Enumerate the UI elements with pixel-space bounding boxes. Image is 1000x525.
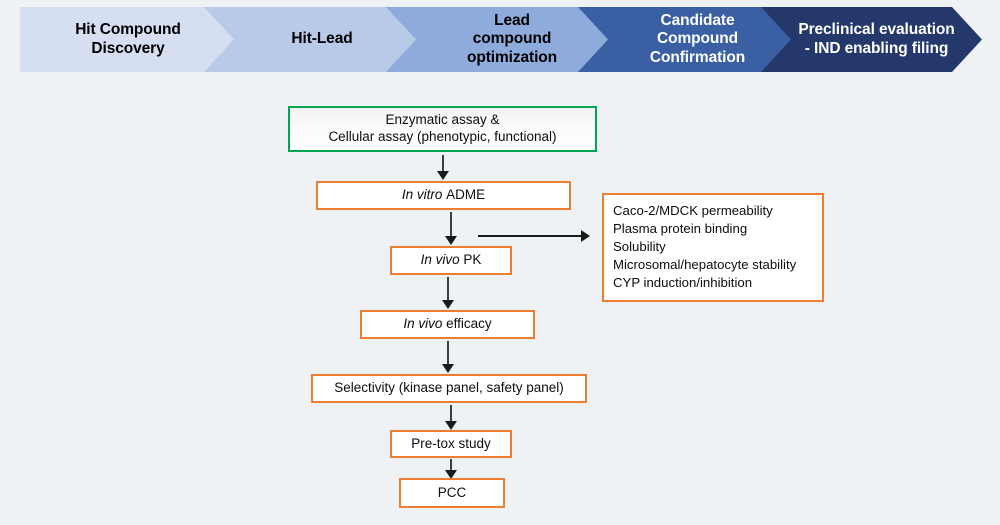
adme-detail-item: CYP induction/inhibition (613, 274, 753, 290)
stage-label: Hit-Lead (291, 30, 353, 48)
selectivity-box[interactable]: Selectivity (kinase panel, safety panel) (311, 374, 587, 403)
in-vivo-pk-text: In vivo PK (420, 252, 482, 268)
arrow-in-vivo-efficacy-to-selectivity (442, 341, 454, 373)
stage-label: Candidate Compound Confirmation (649, 12, 746, 66)
adme-detail-item: Solubility (613, 238, 666, 254)
pcc-text: PCC (437, 484, 467, 500)
adme-detail-item: Plasma protein binding (613, 220, 748, 236)
adme-detail-panel[interactable]: Caco-2/MDCK permeability Plasma protein … (602, 193, 824, 302)
stage-banner: Hit Compound Discovery Hit-Lead Lead com… (20, 7, 982, 72)
pretox-study-text: Pre-tox study (411, 435, 491, 451)
arrow-assay-to-in-vitro-adme (437, 155, 449, 180)
in-vivo-efficacy-box[interactable]: In vivo efficacy (360, 310, 535, 339)
selectivity-text: Selectivity (kinase panel, safety panel) (334, 380, 564, 396)
arrow-pretox-to-pcc (445, 459, 457, 479)
assay-box[interactable]: Enzymatic assay & Cellular assay (phenot… (288, 106, 597, 152)
arrow-in-vitro-adme-to-in-vivo-pk (445, 212, 457, 245)
pcc-box[interactable]: PCC (399, 478, 505, 508)
assay-box-text: Enzymatic assay & Cellular assay (phenot… (328, 112, 557, 144)
pretox-study-box[interactable]: Pre-tox study (390, 430, 512, 458)
adme-detail-item: Microsomal/hepatocyte stability (613, 256, 797, 272)
stage-chevron-preclinical-evaluation[interactable]: Preclinical evaluation - IND enabling fi… (761, 7, 982, 72)
in-vivo-pk-box[interactable]: In vivo PK (390, 246, 512, 275)
arrow-in-vitro-adme-to-adme-detail (478, 230, 590, 242)
stage-label: Preclinical evaluation - IND enabling fi… (798, 21, 955, 57)
stage-label: Lead compound optimization (466, 12, 558, 66)
in-vitro-adme-box[interactable]: In vitro ADME (316, 181, 571, 210)
arrow-in-vivo-pk-to-in-vivo-efficacy (442, 277, 454, 309)
in-vitro-adme-text: In vitro ADME (401, 187, 486, 203)
in-vivo-efficacy-text: In vivo efficacy (403, 316, 492, 332)
stage-label: Hit Compound Discovery (75, 21, 181, 57)
arrow-selectivity-to-pretox (445, 405, 457, 430)
adme-detail-item: Caco-2/MDCK permeability (613, 203, 773, 218)
